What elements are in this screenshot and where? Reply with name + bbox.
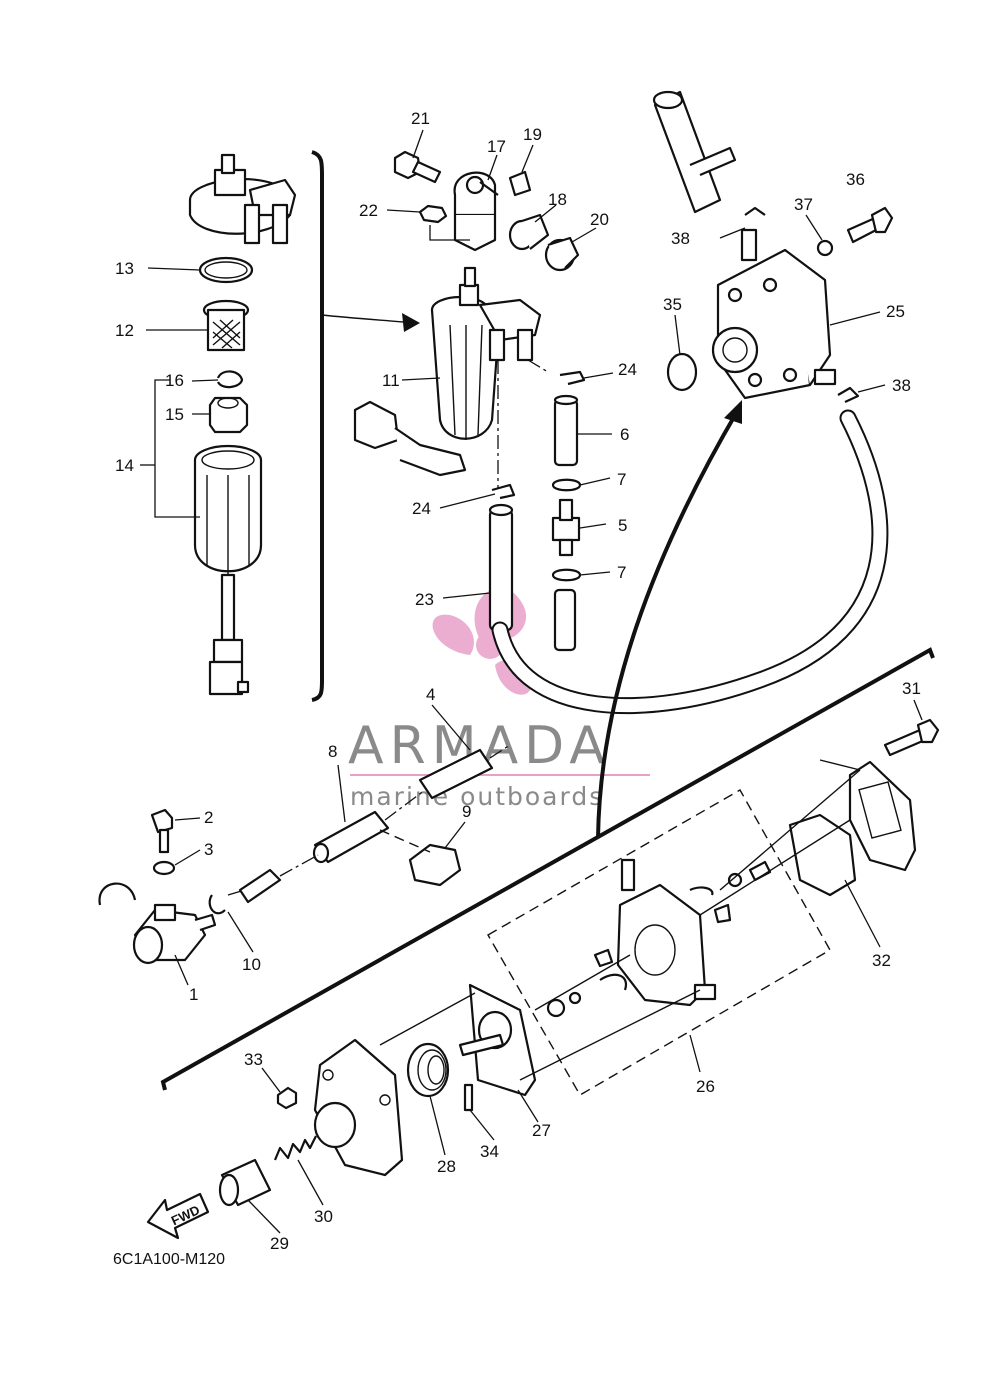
callout-31: 31	[902, 679, 921, 698]
section-divider	[160, 647, 935, 1091]
callout-15: 15	[165, 405, 184, 424]
callout-36: 36	[846, 170, 865, 189]
callout-14: 14	[115, 456, 134, 475]
callout-numbers: 1 2 3 4 5 6 7 7 8 9 10 11 12 13 14 15 16…	[115, 109, 921, 1253]
callout-27: 27	[532, 1121, 551, 1140]
callout-19: 19	[523, 125, 542, 144]
callout-26: 26	[696, 1077, 715, 1096]
callout-38a: 38	[671, 229, 690, 248]
callout-leaders	[146, 129, 923, 1234]
callout-38b: 38	[892, 376, 911, 395]
callout-2: 2	[204, 808, 213, 827]
fuel-pump-exploded-group: FWD	[146, 718, 940, 1240]
callout-9: 9	[462, 802, 471, 821]
callout-13: 13	[115, 259, 134, 278]
callout-29: 29	[270, 1234, 289, 1253]
callout-21: 21	[411, 109, 430, 128]
callout-20: 20	[590, 210, 609, 229]
group-bracket	[311, 150, 324, 702]
callout-28: 28	[437, 1157, 456, 1176]
callout-7a: 7	[617, 470, 626, 489]
watermark-tagline: marine outboards	[350, 782, 604, 811]
callout-3: 3	[204, 840, 213, 859]
forward-arrow-icon	[146, 1192, 210, 1240]
fuel-pump-assembly	[652, 90, 894, 403]
callout-8: 8	[328, 742, 337, 761]
fuel-filter-exploded-group	[140, 153, 297, 696]
callout-24b: 24	[412, 499, 431, 518]
callout-37: 37	[794, 195, 813, 214]
callout-10: 10	[242, 955, 261, 974]
callout-11: 11	[382, 371, 400, 390]
callout-33: 33	[244, 1050, 263, 1069]
callout-25: 25	[886, 302, 905, 321]
callout-35: 35	[663, 295, 682, 314]
callout-32: 32	[872, 951, 891, 970]
callout-30: 30	[314, 1207, 333, 1226]
callout-24a: 24	[618, 360, 637, 379]
armada-logo-icon	[432, 587, 532, 695]
callout-6: 6	[620, 425, 629, 444]
callout-34: 34	[480, 1142, 499, 1161]
callout-18: 18	[548, 190, 567, 209]
callout-4: 4	[426, 685, 435, 704]
callout-5: 5	[618, 516, 627, 535]
callout-16: 16	[165, 371, 184, 390]
vapor-separator-valve-group	[98, 744, 511, 965]
callout-23: 23	[415, 590, 434, 609]
callout-22: 22	[359, 201, 378, 220]
callout-12: 12	[115, 321, 134, 340]
fuel-filter-assembly	[353, 150, 580, 490]
hose-and-joint-set	[488, 370, 586, 652]
callout-17: 17	[487, 137, 506, 156]
callout-1: 1	[189, 985, 198, 1004]
diagram-code: 6C1A100-M120	[113, 1251, 225, 1268]
callout-7b: 7	[617, 563, 626, 582]
